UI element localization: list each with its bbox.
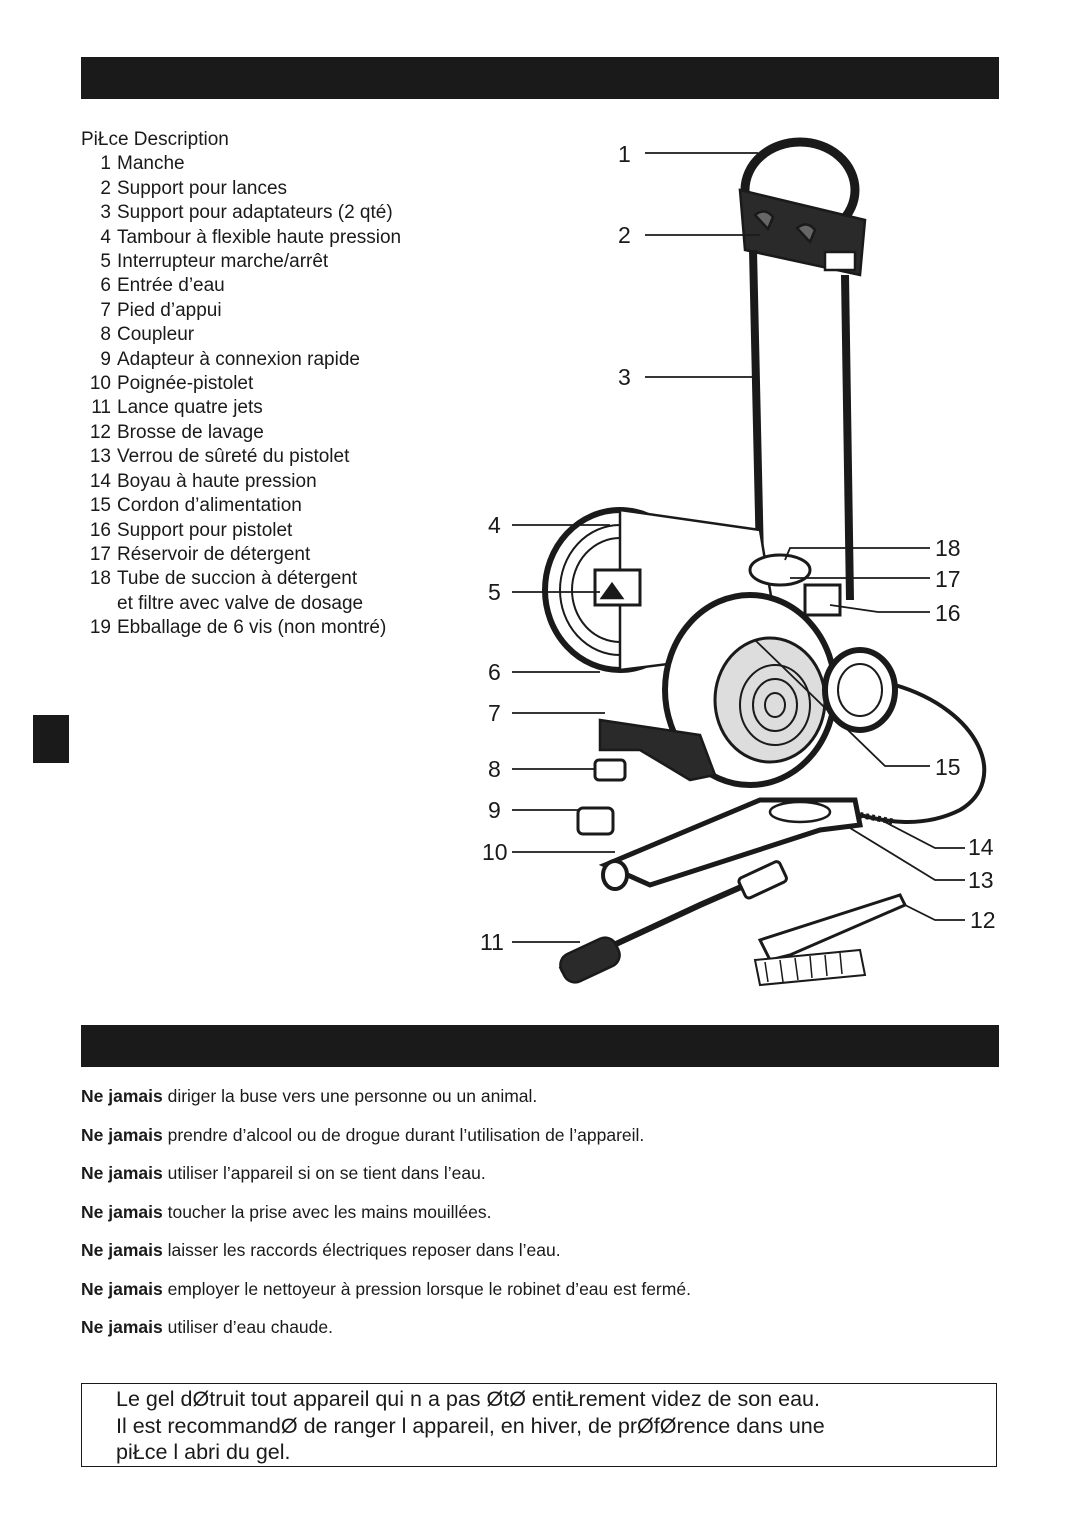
callout-label: 13 [968, 867, 994, 893]
warning-item: Ne jamais employer le nettoyeur à pressi… [81, 1278, 691, 1299]
callout-label: 9 [488, 797, 501, 823]
list-item: et filtre avec valve de dosage [117, 592, 364, 614]
warning-item: Ne jamais diriger la buse vers une perso… [81, 1086, 538, 1106]
callout-label: 11 [480, 929, 504, 955]
notice-line: Le gel dØtruit tout appareil qui n a pas… [116, 1387, 820, 1411]
frost-notice-box: Le gel dØtruit tout appareil qui n a pas… [81, 1383, 997, 1467]
callout-label: 1 [618, 141, 631, 167]
callout-label: 14 [968, 834, 994, 860]
callout-label: 17 [935, 566, 961, 592]
side-tab-marker [33, 715, 69, 763]
callout-label: 16 [935, 600, 961, 626]
notice-line: Il est recommandØ de ranger l appareil, … [116, 1414, 825, 1438]
callout-label: 6 [488, 659, 501, 685]
callout-label: 2 [618, 222, 631, 248]
notice-line: piŁce l abri du gel. [116, 1440, 291, 1464]
safety-warnings: Ne jamais diriger la buse vers une perso… [81, 1086, 691, 1356]
callout-label: 4 [488, 512, 501, 538]
warning-item: Ne jamais utiliser d’eau chaude. [81, 1317, 333, 1337]
warning-item: Ne jamais laisser les raccords électriqu… [81, 1240, 561, 1260]
callout-label: 7 [488, 700, 501, 726]
callout-label: 8 [488, 756, 501, 782]
callout-label: 3 [618, 364, 631, 390]
callout-label: 15 [935, 754, 961, 780]
callout-label: 12 [970, 907, 996, 933]
callout-label: 10 [482, 839, 508, 865]
section-header-bar [81, 1025, 999, 1067]
callout-label: 18 [935, 535, 961, 561]
pressure-washer-illustration [512, 137, 987, 987]
callout-label: 5 [488, 579, 501, 605]
warning-item: Ne jamais prendre d’alcool ou de drogue … [81, 1124, 645, 1145]
warning-item: Ne jamais utiliser l’appareil si on se t… [81, 1163, 486, 1183]
warning-item: Ne jamais toucher la prise avec les main… [81, 1201, 492, 1222]
parts-list-header: PiŁce Description [81, 129, 229, 150]
section-header-bar [81, 57, 999, 99]
